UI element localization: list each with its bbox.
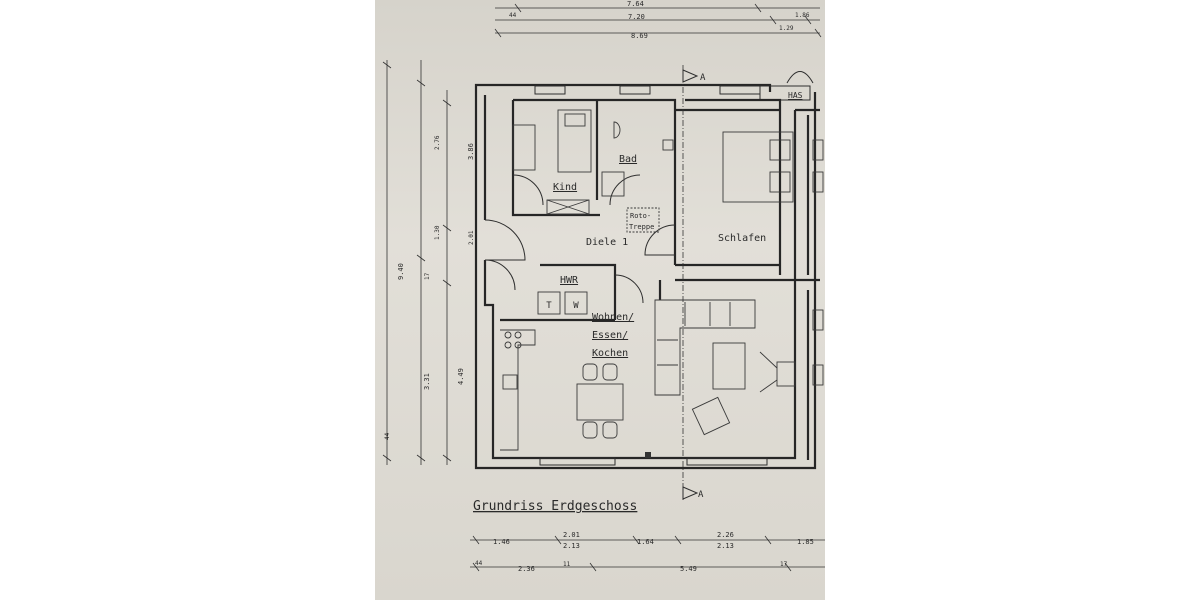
dim-bottom-10: 11 xyxy=(563,561,571,568)
label-bad: Bad xyxy=(619,154,637,165)
dim-bottom-4: 1.64 xyxy=(637,538,654,546)
left-dimension-lines: 9.40 3.31 4.49 3.86 2.76 2.01 44 1.30 17 xyxy=(382,60,475,465)
dim-bottom-12: 17 xyxy=(780,561,788,568)
dim-top-5: 1.86 xyxy=(795,12,810,19)
dim-left-8: 1.30 xyxy=(434,225,441,240)
label-roto-1: Roto- xyxy=(630,212,651,220)
dim-bottom-3: 2.13 xyxy=(563,542,580,550)
dim-top-6: 1.29 xyxy=(779,25,794,32)
sink xyxy=(662,139,674,151)
dim-top-3: 8.69 xyxy=(631,32,648,40)
section-mark-top: A xyxy=(700,73,706,83)
dim-bottom-1: 1.46 xyxy=(493,538,510,546)
dim-bottom-9: 2.36 xyxy=(518,565,535,573)
blueprint-photo: 7.64 7.20 8.69 44 1.86 1.29 9.40 3.31 4.… xyxy=(375,0,825,600)
sofa xyxy=(654,299,756,396)
dim-bottom-6: 2.13 xyxy=(717,542,734,550)
windows xyxy=(534,85,768,466)
label-diele: Diele 1 xyxy=(586,237,628,248)
label-washer: W xyxy=(573,301,579,311)
floor-plan: 7.64 7.20 8.69 44 1.86 1.29 9.40 3.31 4.… xyxy=(382,0,825,573)
dim-top-1: 7.64 xyxy=(627,0,644,8)
label-wohnen-1: Wohnen/ xyxy=(592,312,634,323)
label-hwr: HWR xyxy=(560,275,579,286)
interior-walls xyxy=(500,98,820,460)
desk xyxy=(512,124,536,171)
label-roto-2: Treppe xyxy=(629,223,654,231)
dim-left-5: 2.76 xyxy=(434,135,441,150)
dim-bottom-2: 2.01 xyxy=(563,531,580,539)
has-box xyxy=(759,85,811,101)
section-mark-bottom: A xyxy=(698,490,704,500)
kitchen-counter xyxy=(500,329,536,451)
dim-top-4: 44 xyxy=(509,12,517,19)
section-line-a: A A xyxy=(682,65,706,500)
coffee-table xyxy=(712,342,746,390)
toilet xyxy=(613,121,621,139)
label-kind: Kind xyxy=(553,182,577,193)
dim-bottom-7: 1.85 xyxy=(797,538,814,546)
dim-left-3: 4.49 xyxy=(457,368,465,385)
dim-left-1: 9.40 xyxy=(397,263,405,280)
top-dimension-lines: 7.64 7.20 8.69 44 1.86 1.29 xyxy=(494,0,822,40)
dim-left-9: 17 xyxy=(424,272,431,280)
tv xyxy=(776,361,796,387)
dim-left-6: 2.01 xyxy=(468,230,475,245)
shower xyxy=(601,171,625,197)
room-labels: Kind Bad Schlafen Diele 1 HWR Wohnen/ Es… xyxy=(553,154,766,359)
dim-left-2: 3.31 xyxy=(423,373,431,390)
dryer xyxy=(537,291,561,315)
kind-bed xyxy=(557,109,592,173)
dim-left-4: 3.86 xyxy=(467,143,475,160)
doors xyxy=(484,174,676,304)
label-wohnen-2: Essen/ xyxy=(592,330,628,341)
dim-bottom-5: 2.26 xyxy=(717,531,734,539)
dim-bottom-8: 44 xyxy=(475,560,483,567)
label-has: HAS xyxy=(788,91,803,100)
dim-bottom-11: 5.49 xyxy=(680,565,697,573)
roto-box xyxy=(626,207,660,233)
label-dryer: T xyxy=(546,301,552,311)
dining-table xyxy=(576,383,624,421)
wardrobe xyxy=(546,199,590,215)
washer xyxy=(564,291,588,315)
exterior-walls: HAS xyxy=(474,71,817,470)
double-bed xyxy=(722,131,794,203)
armchair xyxy=(691,396,731,436)
dim-left-7: 44 xyxy=(384,432,391,440)
label-schlafen: Schlafen xyxy=(718,233,766,244)
label-wohnen-3: Kochen xyxy=(592,348,628,359)
bottom-dimension-lines: 1.46 2.01 2.13 1.64 2.26 2.13 1.85 44 2.… xyxy=(470,531,825,573)
furniture: T W xyxy=(500,109,824,458)
plan-title: Grundriss Erdgeschoss xyxy=(473,499,637,514)
dim-top-2: 7.20 xyxy=(628,13,645,21)
